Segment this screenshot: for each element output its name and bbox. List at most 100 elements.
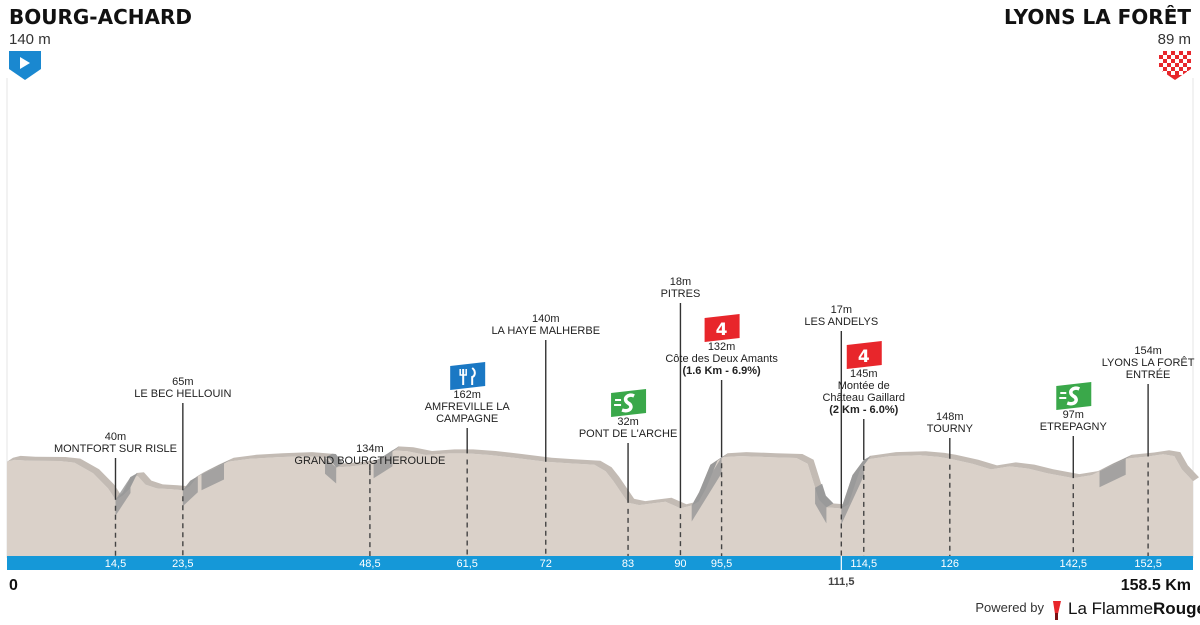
waypoint-name: LYONS LA FORÊT (1102, 356, 1195, 369)
steep-section-face (115, 477, 131, 516)
steep-section-face (691, 457, 722, 522)
km-label: 48,5 (359, 558, 380, 570)
waypoint-altitude: 154m (1134, 345, 1162, 357)
km-label: 61,5 (456, 558, 477, 570)
checker-square (1183, 59, 1187, 63)
waypoint-altitude: 162m (453, 389, 481, 401)
checker-square (1179, 71, 1183, 75)
start-play-icon (9, 51, 41, 80)
km-label: 14,5 (105, 558, 126, 570)
waypoint-name: MONTFORT SUR RISLE (54, 443, 177, 455)
km-label: 114,5 (850, 558, 877, 570)
brand-part-a: La Flamme (1068, 599, 1153, 618)
checker-square (1175, 59, 1179, 63)
waypoint-name: LA HAYE MALHERBE (491, 325, 600, 337)
km-label: 95,5 (711, 558, 732, 570)
flamme-rouge-logo-icon (1053, 601, 1061, 620)
checker-square (1167, 59, 1171, 63)
finish-altitude: 89 m (1158, 31, 1191, 48)
sprint-glyph (1066, 386, 1081, 406)
checker-square (1179, 63, 1183, 67)
km-label: 23,5 (172, 558, 193, 570)
steep-section-face (815, 487, 827, 524)
terrain-area (7, 450, 1193, 556)
checker-square (1163, 63, 1167, 67)
waypoint-altitude: 97m (1063, 409, 1084, 421)
checker-square (1187, 63, 1191, 67)
steep-section-face (841, 459, 864, 525)
waypoint-name: PITRES (661, 288, 701, 300)
start-altitude: 140 m (9, 31, 51, 48)
checker-square (1183, 51, 1187, 55)
steep-section-face (201, 463, 224, 491)
km-label: 72 (540, 558, 552, 570)
waypoint-name: LES ANDELYS (804, 316, 878, 328)
marker-shape (704, 314, 740, 342)
sprint-icon (1056, 382, 1092, 410)
marker-shape (846, 341, 882, 369)
checker-square (1171, 55, 1175, 59)
kom-category: 4 (716, 320, 728, 340)
checker-square (1187, 55, 1191, 59)
checker-square (1167, 67, 1171, 71)
checker-square (1183, 67, 1187, 71)
km-label: 126 (941, 558, 959, 570)
checker-square (1159, 67, 1163, 71)
fork-tines (459, 369, 467, 376)
steep-section (201, 459, 231, 475)
distance-band (7, 556, 1193, 570)
elevation-profile (7, 446, 1199, 556)
waypoint-altitude: 134m (356, 443, 384, 455)
steep-section-face (325, 457, 337, 484)
waypoint-name: Château Gaillard (822, 392, 905, 404)
waypoint-altitude: 140m (532, 313, 560, 325)
checker-square (1179, 55, 1183, 59)
steep-section (815, 483, 834, 508)
steep-section-face (182, 476, 198, 507)
axis-end-label: 158.5 Km (1121, 577, 1191, 594)
waypoint-altitude: 148m (936, 411, 964, 423)
waypoint-name: CAMPAGNE (436, 413, 498, 425)
sprint-icon (611, 389, 647, 417)
km-label: 90 (674, 558, 686, 570)
checker-square (1175, 51, 1179, 55)
km-label: 111,5 (828, 576, 854, 588)
checker-square (1159, 59, 1163, 63)
waypoint-altitude: 40m (105, 431, 126, 443)
waypoint-altitude: 18m (670, 276, 691, 288)
steep-section-face (373, 450, 393, 479)
waypoint-climb-detail: (1.6 Km - 6.9%) (682, 365, 761, 377)
kom-category: 4 (858, 347, 870, 367)
checker-square (1171, 63, 1175, 67)
km-markers: 14,5 23,5 48,5 61,5 72 83 90 95,5 111,5 114,5 126 1… (105, 556, 1162, 588)
feed-zone-fork-knife-icon (450, 362, 486, 390)
checker-square (1163, 71, 1167, 75)
kom-cat4-icon: 4 (846, 341, 882, 369)
km-label: 152,5 (1134, 558, 1162, 570)
kom-cat4-icon: 4 (704, 314, 740, 342)
waypoint-name: ETREPAGNY (1040, 421, 1108, 433)
checker-square (1163, 55, 1167, 59)
km-label: 83 (622, 558, 634, 570)
waypoint-climb-detail: (2 Km - 6.0%) (829, 404, 898, 416)
waypoint-name: ENTRÉE (1126, 368, 1171, 381)
waypoint-altitude: 32m (617, 416, 638, 428)
steep-section (325, 453, 344, 468)
waypoint-name: LE BEC HELLOUIN (134, 388, 231, 400)
finish-checkered-flag-icon (1159, 51, 1191, 80)
waypoint-altitude: 17m (831, 304, 852, 316)
waypoint-name: Côte des Deux Amants (665, 353, 778, 365)
checker-square (1159, 51, 1163, 55)
brand-part-b: Rouge (1153, 599, 1200, 618)
steep-section (1099, 454, 1133, 472)
waypoint-altitude: 132m (708, 341, 736, 353)
checker-square (1175, 67, 1179, 71)
waypoint-name: AMFREVILLE LA (425, 401, 511, 413)
brand-name: La FlammeRouge (1068, 599, 1200, 618)
checker-square (1171, 71, 1175, 75)
start-town: BOURG-ACHARD (9, 5, 192, 29)
waypoint-name: TOURNY (927, 423, 974, 435)
waypoint-name: PONT DE L'ARCHE (579, 428, 677, 440)
